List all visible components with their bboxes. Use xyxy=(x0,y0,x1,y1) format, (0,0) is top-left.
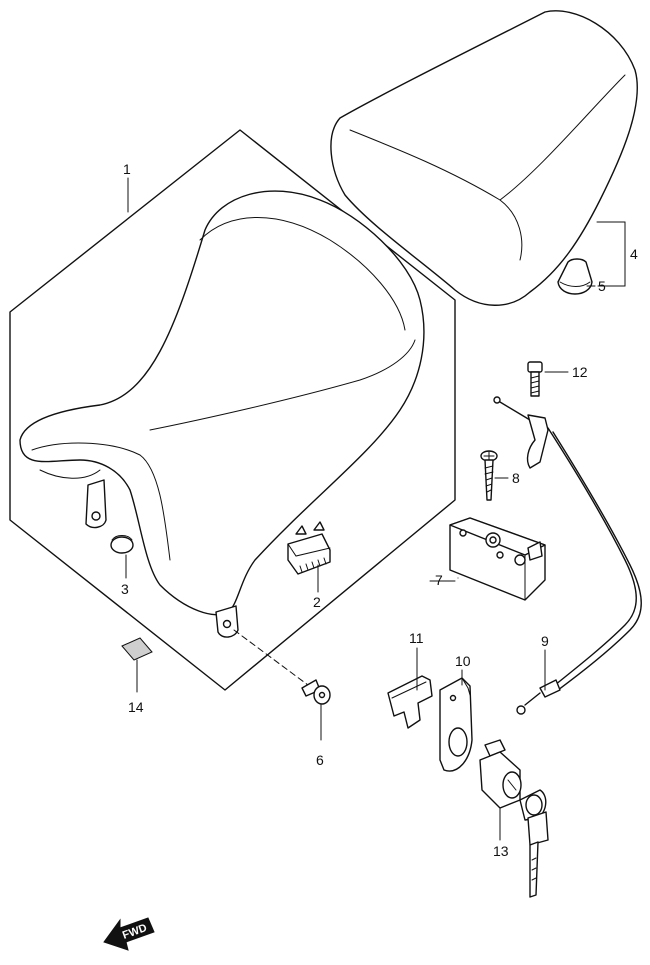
callout-3: 3 xyxy=(121,581,129,597)
bolt-12 xyxy=(527,361,543,397)
callout-5: 5 xyxy=(598,278,606,294)
callout-4: 4 xyxy=(630,246,638,262)
seat-bumper xyxy=(110,535,134,554)
callout-14: 14 xyxy=(128,699,144,715)
callout-10: 10 xyxy=(455,653,471,669)
callout-9: 9 xyxy=(541,633,549,649)
caution-label xyxy=(121,637,153,661)
pillion-seat xyxy=(330,10,638,306)
seat-assembly-bracket-outline xyxy=(9,129,456,691)
spring-clip xyxy=(387,675,433,729)
callout-13: 13 xyxy=(493,843,509,859)
callout-2: 2 xyxy=(313,594,321,610)
screw-mounting-line xyxy=(233,629,313,689)
seat-cushion-rubber xyxy=(557,258,593,295)
leader-lines xyxy=(125,177,626,841)
callout-6: 6 xyxy=(316,752,324,768)
main-seat xyxy=(19,190,425,638)
seat-screw xyxy=(301,679,331,705)
callout-8: 8 xyxy=(512,470,520,486)
screw-8 xyxy=(480,450,498,501)
lock-cylinder-and-keys xyxy=(479,739,549,898)
seat-lock xyxy=(449,517,546,601)
callout-11: 11 xyxy=(409,630,424,646)
callout-12: 12 xyxy=(572,364,588,380)
seat-lock-cable xyxy=(493,396,642,715)
lock-bracket xyxy=(439,677,473,772)
callout-1: 1 xyxy=(123,161,131,177)
callout-7: 7 xyxy=(435,572,443,588)
forward-arrow-icon: FWD xyxy=(103,917,155,951)
seat-stopper-block xyxy=(287,521,331,575)
